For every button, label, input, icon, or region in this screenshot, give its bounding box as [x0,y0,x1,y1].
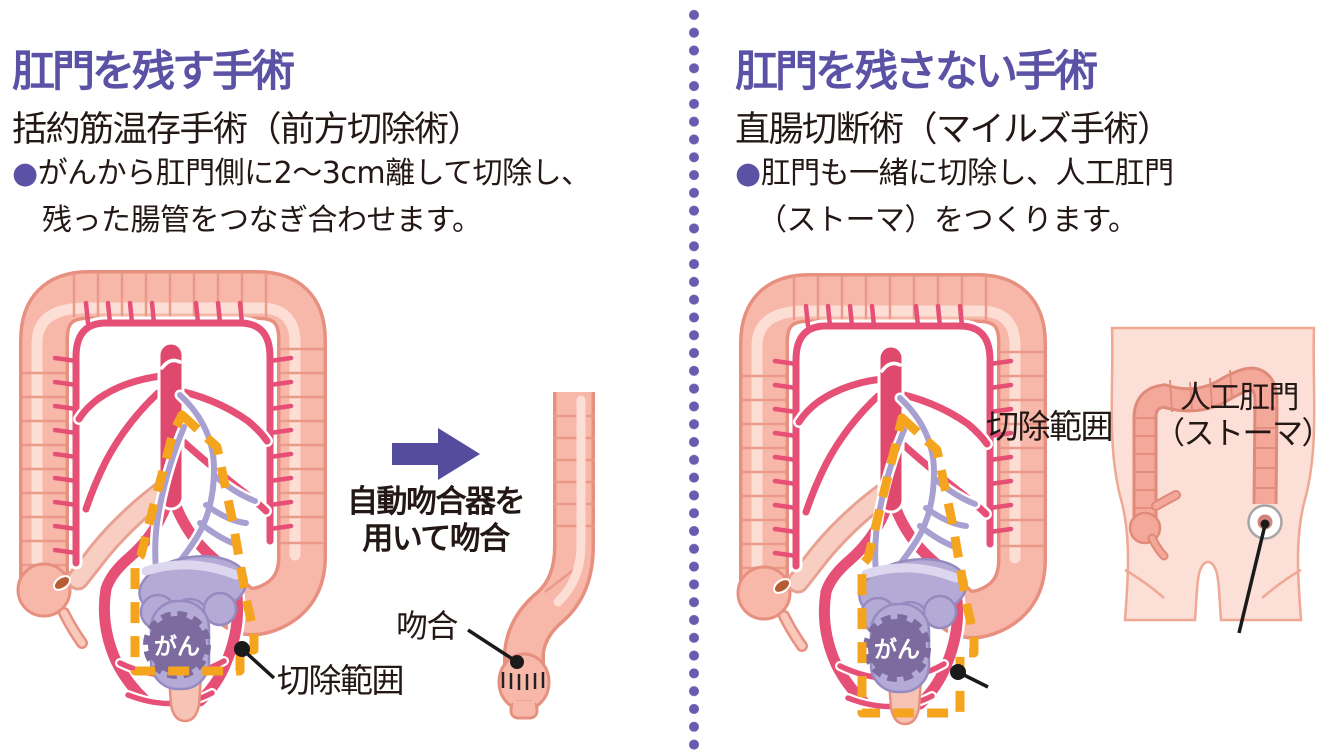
stoma-label: 人工肛門 （ストーマ） [1154,380,1330,452]
bullet-icon: ● [735,156,761,191]
panel-sphincter-preserving: 肛門を残す手術 括約筋温存手術（前方切除術） ●がんから肛門側に2～3cm離して… [0,0,660,753]
panel-abdominoperineal: 肛門を残さない手術 直腸切断術（マイルズ手術） ●肛門も一緒に切除し、人工肛門 … [710,0,1330,753]
procedure-arrow-icon [392,428,480,480]
stoma [1237,504,1283,634]
dotted-divider [688,6,700,752]
torso-figure [1110,326,1316,634]
anastomosis-label: 吻合 [396,607,459,645]
left-illustration [0,258,595,753]
resection-pointer-line [950,664,989,689]
left-panel-description: ●がんから肛門側に2～3cm離して切除し、 残った腸管をつなぎ合わせます。 [12,150,591,244]
resection-outline-dashed [857,413,979,718]
left-description-line1: がんから肛門側に2～3cm離して切除し、 [37,156,592,191]
stapler-note: 自動吻合器を 用いて吻合 [347,484,526,557]
resection-outline-dashed [130,410,259,676]
right-panel-title: 肛門を残さない手術 [735,46,1098,97]
left-description-line2: 残った腸管をつなぎ合わせます。 [42,203,482,238]
left-panel-subtitle: 括約筋温存手術（前方切除術） [12,110,483,151]
suture-marks [501,672,545,690]
right-description-line1: 肛門も一緒に切除し、人工肛門 [760,156,1175,191]
right-panel-description: ●肛門も一緒に切除し、人工肛門 （ストーマ）をつくります。 [735,150,1174,244]
bullet-icon: ● [12,156,38,191]
stoma-pointer-line [1237,524,1267,634]
anastomosis-pointer-line [467,628,524,669]
resection-area-label: 切除範囲 [986,407,1114,446]
resection-pointer-line [234,641,276,680]
torso-colon [1128,366,1279,561]
right-illustration [720,258,1316,753]
left-panel-title: 肛門を残す手術 [12,46,295,97]
right-description-line2: （ストーマ）をつくります。 [757,203,1138,238]
resection-area-label: 切除範囲 [277,661,405,700]
right-panel-subtitle: 直腸切断術（マイルズ手術） [735,110,1172,151]
rejoined-bowel-figure [497,392,595,720]
